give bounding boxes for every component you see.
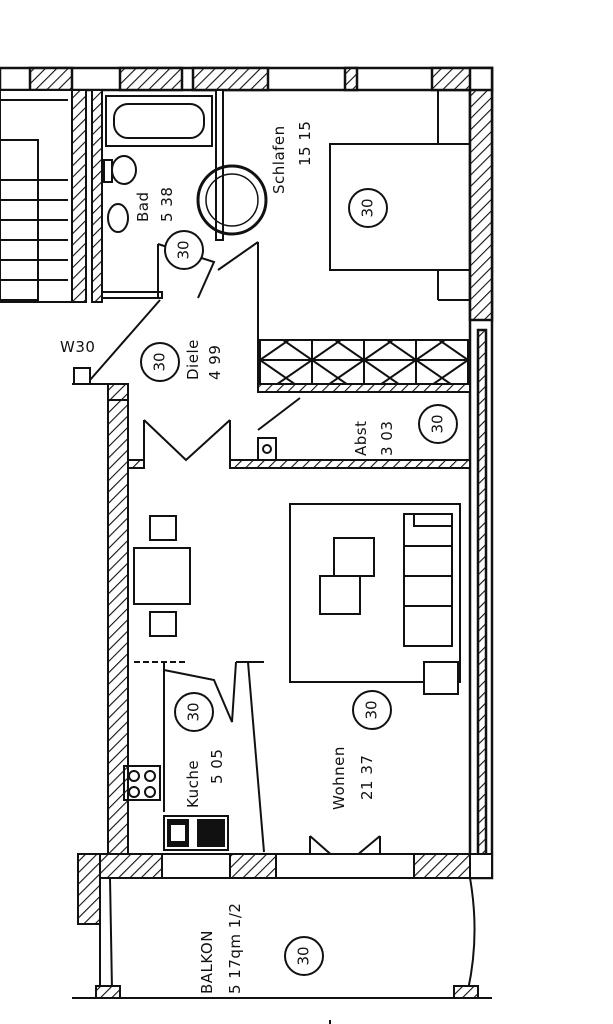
room-mark-wohnen-text: 30 bbox=[363, 700, 381, 720]
room-mark-abst: 30 bbox=[418, 404, 458, 444]
room-area-balkon: 5 17qm 1/2 bbox=[226, 902, 244, 994]
wardrobe bbox=[257, 318, 471, 393]
sink-icon bbox=[107, 203, 129, 233]
storage-room bbox=[257, 397, 301, 461]
exterior-wall-top bbox=[0, 66, 494, 92]
shower-icon bbox=[196, 164, 268, 236]
dining-table bbox=[133, 515, 191, 637]
room-mark-balkon-text: 30 bbox=[295, 946, 313, 966]
wall-bath-left bbox=[71, 89, 103, 303]
balcony bbox=[72, 877, 492, 999]
room-name-kuche: Kuche bbox=[184, 759, 202, 808]
room-area-schlafen: 15 15 bbox=[296, 120, 314, 166]
hall-wall-left bbox=[72, 299, 161, 855]
room-mark-balkon: 30 bbox=[284, 936, 324, 976]
room-mark-diele: 30 bbox=[140, 342, 180, 382]
room-mark-bad: 30 bbox=[164, 230, 204, 270]
wall-hall-living bbox=[127, 419, 471, 469]
stairwell bbox=[0, 89, 73, 303]
room-mark-kuche-text: 30 bbox=[185, 702, 203, 722]
room-name-schlafen: Schlafen bbox=[270, 125, 288, 194]
toilet-icon bbox=[103, 155, 137, 185]
living-furniture bbox=[289, 503, 461, 695]
room-name-wohnen: Wohnen bbox=[330, 746, 348, 810]
room-area-diele: 4 99 bbox=[206, 344, 224, 380]
exterior-wall-bottom bbox=[77, 853, 493, 925]
room-name-balkon: BALKON bbox=[198, 930, 216, 994]
bed-icon bbox=[329, 90, 471, 301]
room-mark-schlafen: 30 bbox=[348, 188, 388, 228]
room-name-bad: Bad bbox=[134, 191, 152, 222]
room-mark-wohnen: 30 bbox=[352, 690, 392, 730]
bathtub-icon bbox=[105, 95, 213, 147]
exterior-wall-right bbox=[468, 66, 494, 880]
room-area-abst: 3 03 bbox=[378, 420, 396, 456]
room-mark-schlafen-text: 30 bbox=[359, 198, 377, 218]
room-mark-kuche: 30 bbox=[174, 692, 214, 732]
wall-code-label: W30 bbox=[60, 338, 96, 356]
room-mark-bad-text: 30 bbox=[175, 240, 193, 260]
bedroom-door bbox=[217, 241, 259, 318]
room-mark-diele-text: 30 bbox=[151, 352, 169, 372]
room-mark-abst-text: 30 bbox=[429, 414, 447, 434]
room-area-kuche: 5 05 bbox=[208, 748, 226, 784]
room-area-bad: 5 38 bbox=[158, 186, 176, 222]
room-area-wohnen: 21 37 bbox=[358, 754, 376, 800]
wall-bath-bedroom bbox=[101, 89, 224, 299]
room-name-diele: Diele bbox=[184, 339, 202, 380]
room-name-abst: Abst bbox=[352, 420, 370, 456]
kitchen-counter bbox=[123, 661, 265, 853]
